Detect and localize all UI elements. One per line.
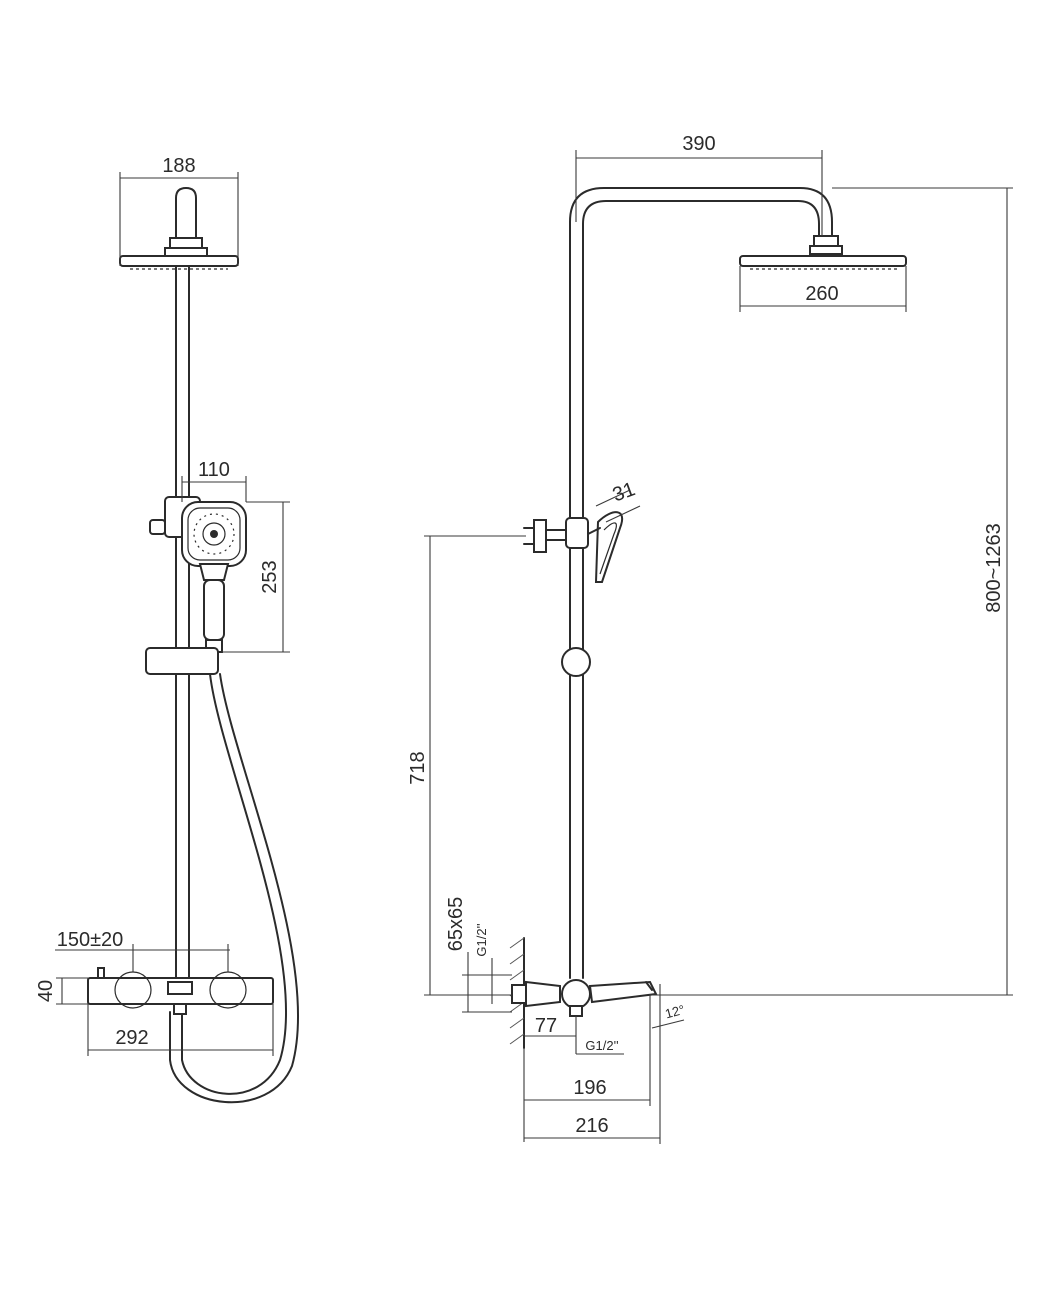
dim-spout-angle: 12° — [663, 1002, 686, 1022]
side-riser-arm — [569, 187, 833, 979]
dim-arm-projection: 390 — [682, 133, 715, 155]
front-rain-head — [119, 187, 239, 270]
dim-height-range: 800~1263 — [983, 523, 1005, 613]
dim-valve-offset: 77 — [535, 1015, 557, 1037]
dim-handshower-length: 253 — [259, 560, 281, 593]
dim-handshower-angle: 31 — [610, 478, 638, 506]
front-valve — [87, 967, 274, 1015]
side-valve — [511, 979, 658, 1017]
front-hand-shower — [181, 501, 247, 653]
dim-spout-196: 196 — [573, 1077, 606, 1099]
side-bracket — [523, 517, 589, 553]
side-slide-knob — [561, 647, 591, 677]
dim-valve-centers: 150±20 — [57, 929, 124, 951]
dim-inlet-thread: G1/2'' — [474, 923, 489, 956]
front-riser-pole — [149, 265, 201, 986]
dim-outlet-thread: G1/2'' — [585, 1038, 618, 1053]
dim-head-width: 188 — [162, 155, 195, 177]
front-slide-bracket — [145, 647, 219, 675]
side-view: 390 260 31 800~1263 718 65x65 G1/2'' 77 … — [407, 133, 1013, 1144]
front-dimensions — [55, 172, 290, 1056]
dim-bracket-height: 718 — [407, 751, 429, 784]
front-view: 188 110 253 150±20 40 292 — [35, 155, 300, 1104]
dim-valve-height: 40 — [35, 980, 57, 1002]
dim-head-diameter: 260 — [805, 283, 838, 305]
side-dimensions — [424, 150, 1013, 1144]
dim-wall-plate: 65x65 — [445, 897, 467, 952]
front-hose — [181, 673, 288, 1095]
dim-handshower-width: 110 — [198, 459, 230, 481]
side-hand-shower — [587, 511, 623, 583]
dim-valve-length: 292 — [115, 1027, 148, 1049]
side-rain-head — [739, 235, 907, 270]
dim-spout-216: 216 — [575, 1115, 608, 1137]
